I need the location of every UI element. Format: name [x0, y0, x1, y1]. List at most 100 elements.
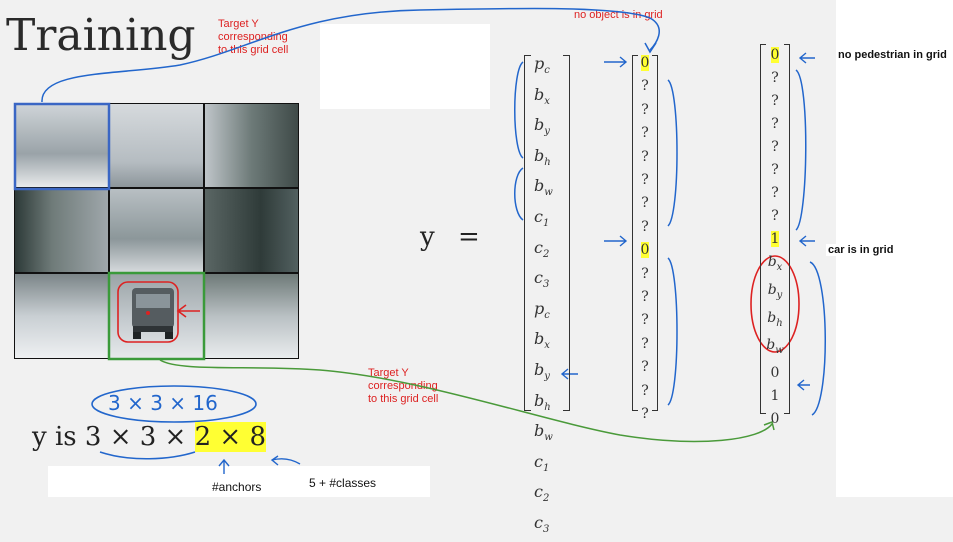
equation-eq: =	[458, 222, 480, 252]
ink-overlay	[13, 7, 826, 474]
shape-dims: 3 × 3 ×	[84, 422, 187, 452]
label-vector-item: c1	[534, 206, 550, 230]
arrow-c2	[560, 368, 578, 380]
brace-box-1	[514, 61, 524, 159]
vector-car-item: ?	[771, 116, 779, 132]
vector-no-object-item: ?	[641, 148, 649, 165]
vector-car-item: bw	[766, 337, 784, 357]
grid-cell-1-2	[110, 104, 203, 187]
label-vector-item: bw	[534, 176, 553, 199]
label-vector-item: by	[534, 359, 550, 383]
vector-car-item: bx	[767, 254, 783, 273]
vector-car-item: by	[767, 281, 783, 301]
vector-no-object-item: ?	[641, 218, 649, 235]
brace-right-1	[795, 69, 807, 231]
annotation-target-bottom: Target Y corresponding to this grid cell	[368, 367, 439, 405]
grid-cell-2-1	[15, 189, 108, 272]
label-vector-item: pc	[534, 298, 550, 321]
vector-no-object-item: ?	[641, 195, 649, 212]
label-vector-item: by	[534, 115, 550, 138]
annotation-anchors: #anchors	[212, 480, 262, 494]
annotation-no-pedestrian: no pedestrian in grid	[838, 49, 947, 61]
annotation-target-top: Target Y corresponding to this grid cell	[218, 18, 289, 56]
brace-class-1	[514, 167, 524, 221]
brace-mid-1	[667, 79, 678, 227]
vector-car-item: ?	[771, 208, 779, 224]
vector-no-object-item: ?	[641, 172, 649, 189]
car-bounding-box	[117, 281, 179, 343]
vector-car-item: 1	[770, 231, 780, 247]
vector-car: 0??????? 1 bx by bh bw 0 1 0	[760, 44, 790, 427]
bbox-circle	[750, 255, 800, 353]
vector-no-object-item: ?	[641, 335, 649, 352]
arrow-class-1	[796, 379, 810, 391]
vector-car-item: bh	[767, 309, 783, 329]
arrow-pc2	[604, 235, 628, 247]
grid-cell-2-2	[110, 189, 203, 272]
label-vector-item: c2	[534, 237, 550, 260]
brace-mid-2	[667, 257, 678, 406]
arrow-pc1	[604, 56, 628, 68]
shape-prefix: y is	[32, 422, 77, 452]
vector-no-object-item: ?	[641, 101, 649, 118]
vector-no-object-item: ?	[641, 312, 649, 329]
shape-formula: y is 3 × 3 × 2 × 8	[32, 422, 267, 452]
grid-cell-3-1	[15, 274, 108, 358]
label-vector-item: bh	[534, 390, 551, 413]
label-vector-item: bh	[534, 145, 551, 168]
image-grid	[14, 103, 299, 359]
highlight-cell-green	[107, 271, 206, 361]
vector-no-object: 0??????? 0???????	[632, 55, 658, 422]
vector-car-item: ?	[771, 93, 779, 109]
label-vector-item: c3	[534, 512, 550, 536]
label-vector: pc bx by bh bw c1 c2 c3 pc bx by bh bw c1 c2 c3	[524, 54, 570, 535]
brace-right-2	[809, 261, 826, 416]
annotation-classes: 5 + #classes	[309, 476, 377, 490]
vector-no-object-item: ?	[641, 406, 649, 423]
vector-car-item: ?	[771, 139, 779, 155]
grid-cell-1-3	[205, 104, 298, 187]
formula-circle	[91, 385, 257, 423]
vector-no-object-item: ?	[641, 289, 649, 306]
shape-dims-highlight: 2 × 8	[194, 422, 267, 452]
label-vector-item: c2	[534, 482, 550, 505]
vector-car-item: 0	[770, 365, 780, 382]
mask-box-bottom	[48, 466, 430, 497]
label-vector-item: bx	[534, 329, 550, 352]
label-vector-item: bw	[534, 421, 553, 444]
highlight-cell-blue	[13, 102, 111, 191]
arrow-car-in-grid	[798, 235, 815, 247]
vector-car-item: ?	[771, 162, 779, 178]
shape-handwritten: 3 × 3 × 16	[108, 391, 218, 415]
grid-cell-2-3	[205, 189, 298, 272]
label-vector-item: pc	[534, 54, 550, 77]
vector-no-object-item: 0	[640, 242, 650, 259]
vector-car-item: ?	[771, 185, 779, 201]
vector-car-item: 0	[770, 411, 780, 428]
grid-cell-1-1	[15, 104, 108, 187]
vector-car-item: 1	[770, 388, 780, 405]
label-vector-item: c1	[534, 451, 550, 474]
annotation-no-object: no object is in grid	[574, 9, 663, 21]
mask-box-top	[320, 24, 490, 109]
vector-no-object-item: ?	[641, 125, 649, 142]
car-arrow	[176, 304, 200, 318]
arrow-no-pedestrian	[798, 52, 815, 64]
vector-no-object-item: ?	[641, 265, 649, 282]
vector-car-item: ?	[771, 70, 779, 86]
label-vector-item: bx	[534, 84, 550, 107]
vector-no-object-item: ?	[641, 382, 649, 399]
vector-car-item: 0	[770, 47, 780, 63]
annotation-car-in-grid: car is in grid	[826, 244, 896, 256]
slide-title: Training	[6, 10, 196, 61]
car-center-dot	[146, 311, 150, 315]
vector-no-object-item: 0	[640, 55, 650, 71]
blue-link-curve	[41, 7, 660, 103]
label-vector-item: c3	[534, 268, 550, 291]
green-link-curve	[159, 359, 773, 443]
vector-no-object-item: ?	[641, 359, 649, 376]
vector-no-object-item: ?	[641, 78, 649, 95]
grid-cell-3-3	[205, 274, 298, 358]
grid-cell-3-2	[110, 274, 203, 358]
equation-lhs: y	[420, 222, 435, 252]
